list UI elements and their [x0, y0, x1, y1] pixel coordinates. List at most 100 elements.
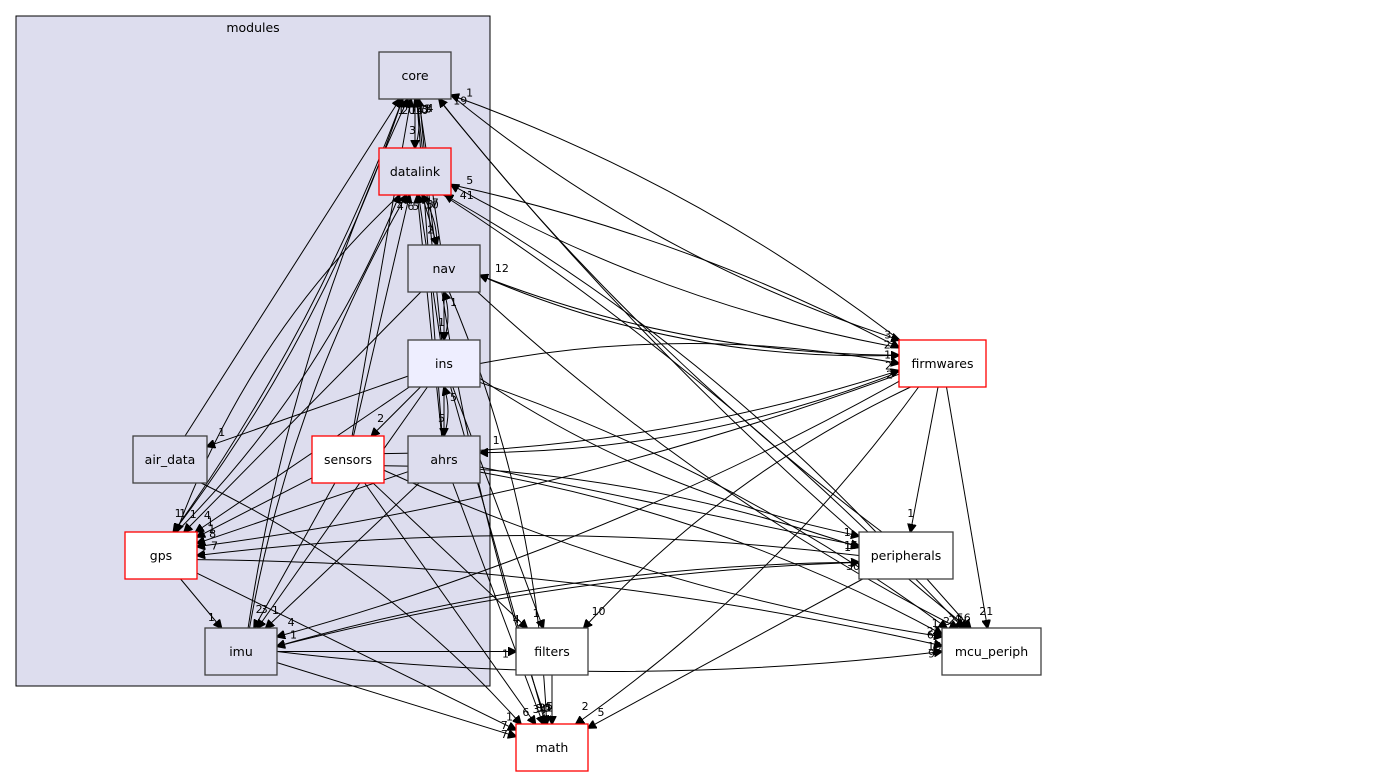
node-gps[interactable]: gps: [124, 531, 198, 580]
node-sensors-box: [311, 435, 385, 484]
edge-sensors-to-math: [364, 482, 536, 724]
node-mcu_periph-box: [941, 627, 1042, 676]
edge-label-peripherals-to-mcu_periph: 56: [957, 612, 971, 625]
edge-gps-to-datalink: [176, 195, 400, 533]
edge-label-datalink-to-nav: 2: [427, 223, 434, 236]
edge-label-peripherals-to-datalink: 41: [460, 189, 474, 202]
edge-label-ins-to-math: 30: [536, 702, 550, 715]
edge-label-firmwares-to-datalink: 5: [466, 174, 473, 187]
edge-label-ahrs-to-peripherals: 15: [844, 539, 858, 552]
edge-label-firmwares-to-nav: 12: [495, 262, 509, 275]
nodes: core datalink nav ins air_data sensors ahrs gps…: [124, 51, 1042, 772]
edge-label-ins-to-peripherals: 1: [844, 526, 851, 539]
edge-label-ahrs-to-ins: 5: [450, 391, 457, 404]
edge-ins-to-peripherals: [479, 378, 859, 536]
edge-firmwares-to-mcu_periph: [946, 386, 987, 628]
edge-nav-to-gps: [184, 291, 422, 532]
edge-label-ins-to-core: 3: [425, 102, 432, 115]
edge-imu-to-math: [276, 662, 516, 737]
edge-label-peripherals-to-core: 19: [453, 94, 467, 107]
edge-label-ins-to-firmwares: 2: [885, 360, 892, 373]
edge-label-ins-to-gps: 4: [204, 509, 211, 522]
node-mcu_periph-label: mcu_periph: [955, 644, 1028, 659]
edge-label-datalink-to-gps: 1: [179, 507, 186, 520]
edge-air_data-to-math: [200, 482, 521, 724]
edge-label-imu-to-mcu_periph: 9: [928, 648, 935, 661]
edge-firmwares-to-datalink: [451, 185, 900, 349]
edge-label-nav-to-gps: 1: [190, 508, 197, 521]
edge-label-ins-to-ahrs: 5: [438, 412, 445, 425]
edge-label-ins-to-nav: 1: [450, 296, 457, 309]
node-firmwares-label: firmwares: [912, 356, 974, 371]
edge-label-firmwares-to-math: 2: [582, 700, 589, 713]
node-math-box: [515, 723, 589, 772]
node-math-label: math: [536, 740, 569, 755]
edge-label-firmwares-to-mcu_periph: 21: [979, 605, 993, 618]
node-ins-box: [407, 339, 481, 388]
edge-sensors-to-filters: [372, 482, 527, 628]
edge-label-core-to-datalink: 3: [409, 124, 416, 137]
edge-label-ins-to-air_data: 1: [218, 426, 225, 439]
edge-sensors-to-mcu_periph: [383, 469, 942, 636]
node-ahrs[interactable]: ahrs: [407, 435, 481, 484]
edge-ins-to-nav: [444, 292, 448, 341]
edge-peripherals-to-core: [439, 99, 883, 533]
node-gps-label: gps: [150, 548, 172, 563]
edge-label-nav-to-firmwares: 1: [884, 348, 891, 361]
node-filters[interactable]: filters: [515, 627, 589, 676]
edge-label-ins-to-sensors: 2: [377, 412, 384, 425]
edge-label-sensors-to-mcu_periph: 60: [927, 628, 941, 641]
edge-label-ahrs-to-imu: 1: [272, 604, 279, 617]
node-nav-box: [407, 244, 481, 293]
edge-firmwares-to-math: [576, 386, 920, 724]
edge-label-sensors-to-filters: 4: [513, 613, 520, 626]
node-sensors[interactable]: sensors: [311, 435, 385, 484]
node-peripherals-box: [858, 531, 954, 580]
edge-label-firmwares-to-imu: 4: [288, 616, 295, 629]
node-ahrs-box: [407, 435, 481, 484]
edge-sensors-to-imu: [254, 482, 336, 628]
node-imu[interactable]: imu: [204, 627, 278, 676]
edge-label-gps-to-mcu_periph: 16: [927, 640, 941, 653]
edge-ins-to-firmwares: [479, 343, 899, 364]
edge-label-gps-to-datalink: 4: [397, 200, 404, 213]
edge-sensors-to-gps: [197, 477, 313, 537]
edge-ins-to-mcu_periph: [479, 381, 947, 628]
node-firmwares[interactable]: firmwares: [898, 339, 987, 388]
edge-gps-to-mcu_periph: [196, 559, 942, 646]
node-core[interactable]: core: [378, 51, 452, 100]
node-math[interactable]: math: [515, 723, 589, 772]
node-filters-box: [515, 627, 589, 676]
edge-label-firmwares-to-peripherals: 1: [907, 507, 914, 520]
edge-label-sensors-to-math: 6: [522, 706, 529, 719]
edge-label-firmwares-to-ahrs: 1: [493, 434, 500, 447]
edge-label-datalink-to-mcu_periph: 27: [949, 614, 963, 627]
edge-label-peripherals-to-math: 5: [597, 706, 604, 719]
node-peripherals[interactable]: peripherals: [858, 531, 954, 580]
edge-peripherals-to-datalink: [445, 195, 877, 533]
edge-label-imu-to-peripherals: 30: [846, 560, 860, 573]
edge-label-firmwares-to-filters: 10: [592, 605, 606, 618]
edge-ahrs-to-datalink: [417, 195, 443, 437]
node-ins[interactable]: ins: [407, 339, 481, 388]
edge-label-air_data-to-math: 1: [506, 710, 513, 723]
node-firmwares-box: [898, 339, 987, 388]
edge-label-firmwares-to-gps: 8: [209, 527, 216, 540]
edge-label-imu-to-math: 7: [501, 728, 508, 741]
node-datalink[interactable]: datalink: [378, 147, 452, 196]
edge-label-peripherals-to-imu: 1: [290, 628, 297, 641]
edge-label-filters-to-math: 5: [546, 700, 553, 713]
node-sensors-label: sensors: [324, 452, 372, 467]
edge-label-sensors-to-firmwares: 2: [886, 369, 893, 382]
edge-peripherals-to-math: [588, 578, 863, 728]
node-core-label: core: [401, 68, 428, 83]
node-nav[interactable]: nav: [407, 244, 481, 293]
edge-label-nav-to-ins: 1: [438, 316, 445, 329]
edge-core-to-firmwares: [450, 94, 899, 340]
edge-label-sensors-to-imu: 2: [256, 603, 263, 616]
edge-ins-to-sensors: [372, 386, 421, 436]
edge-label-ins-to-mcu_periph: 1: [932, 617, 939, 630]
node-air_data[interactable]: air_data: [132, 435, 208, 484]
node-mcu_periph[interactable]: mcu_periph: [941, 627, 1042, 676]
